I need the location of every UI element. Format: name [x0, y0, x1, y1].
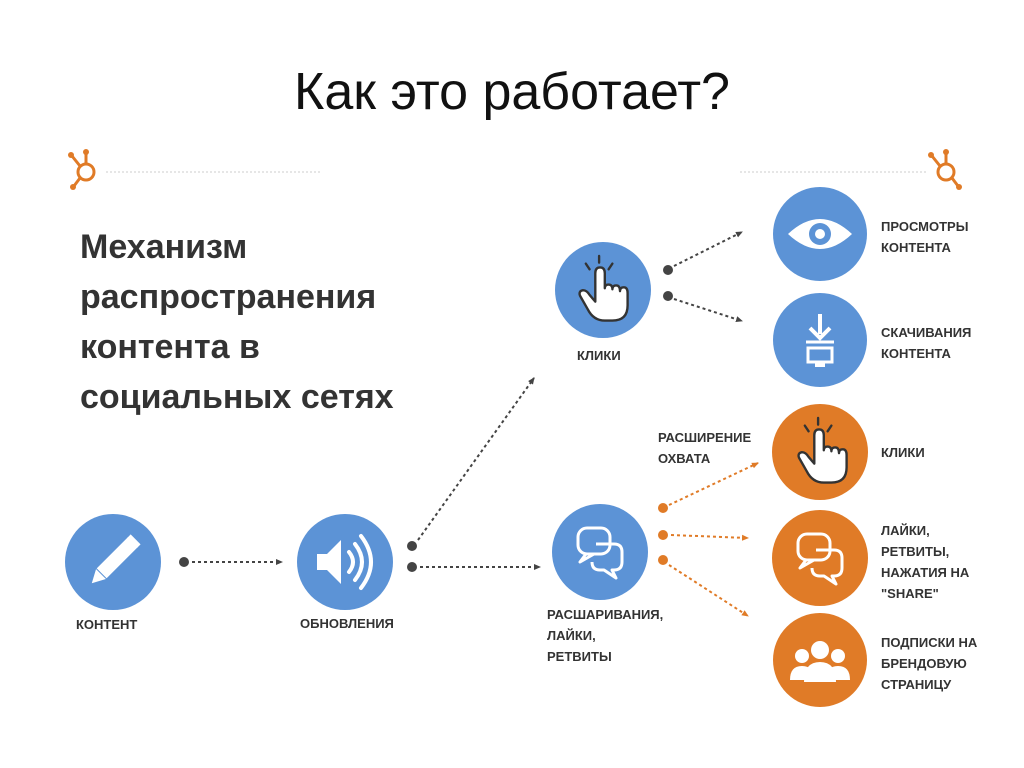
outcome-subscriptions: [773, 613, 867, 707]
label-line: РАСШАРИВАНИЯ,: [547, 607, 664, 622]
connectors: [179, 231, 743, 572]
label-line: ЛАЙКИ,: [881, 523, 930, 538]
outcome-likes: [772, 510, 868, 606]
label-line: КЛИКИ: [881, 445, 925, 460]
outcome-label-clicks: КЛИКИ: [881, 442, 925, 463]
label-line: СТРАНИЦУ: [881, 677, 952, 692]
label-line: РЕТВИТЫ,: [881, 544, 950, 559]
updates-node: [297, 514, 393, 610]
sprocket-logo-icon: [68, 149, 96, 190]
content-label: КОНТЕНТ: [76, 617, 138, 632]
label-line: ЛАЙКИ,: [547, 628, 596, 643]
outcome-views: [773, 187, 867, 281]
outcome-label-views: ПРОСМОТРЫ КОНТЕНТА: [881, 216, 968, 258]
label-line: ПОДПИСКИ НА: [881, 635, 978, 650]
updates-label: ОБНОВЛЕНИЯ: [300, 616, 394, 631]
reach-label: РАСШИРЕНИЕ ОХВАТА: [658, 427, 751, 469]
content-node: [65, 514, 161, 610]
label-line: БРЕНДОВУЮ: [881, 656, 967, 671]
label-line: ОХВАТА: [658, 451, 711, 466]
eye-icon: [788, 219, 852, 249]
page-title: Как это работает?: [294, 63, 730, 121]
outcome-downloads: [773, 293, 867, 387]
reach-connectors: [658, 462, 759, 617]
heading-line: социальных сетях: [80, 378, 394, 416]
people-icon: [790, 641, 850, 682]
heading-line: распространения: [80, 278, 377, 316]
sprocket-logo-icon: [928, 149, 962, 190]
label-line: КОНТЕНТА: [881, 240, 951, 255]
label-line: РАСШИРЕНИЕ: [658, 430, 752, 445]
heading-line: контента в: [80, 328, 260, 366]
label-line: ПРОСМОТРЫ: [881, 219, 969, 234]
label-line: НАЖАТИЯ НА: [881, 565, 970, 580]
heading-line: Механизм: [80, 228, 248, 266]
download-icon: [806, 314, 834, 367]
clicks-label: КЛИКИ: [577, 348, 621, 363]
pencil-icon: [91, 534, 141, 584]
outcome-label-likes: ЛАЙКИ, РЕТВИТЫ, НАЖАТИЯ НА "SHARE": [881, 520, 969, 604]
clicks-node: [555, 242, 651, 338]
outcome-label-subscriptions: ПОДПИСКИ НА БРЕНДОВУЮ СТРАНИЦУ: [881, 632, 977, 695]
outcome-clicks: [772, 404, 868, 500]
shares-node: [552, 504, 648, 600]
label-line: КОНТЕНТА: [881, 346, 951, 361]
speaker-icon: [317, 534, 373, 590]
label-line: РЕТВИТЫ: [547, 649, 612, 664]
shares-label: РАСШАРИВАНИЯ, ЛАЙКИ, РЕТВИТЫ: [547, 604, 663, 667]
diagram-heading: Механизм распространения контента в соци…: [80, 222, 520, 422]
label-line: СКАЧИВАНИЯ: [881, 325, 972, 340]
label-line: "SHARE": [881, 586, 939, 601]
outcome-label-downloads: СКАЧИВАНИЯ КОНТЕНТА: [881, 322, 971, 364]
